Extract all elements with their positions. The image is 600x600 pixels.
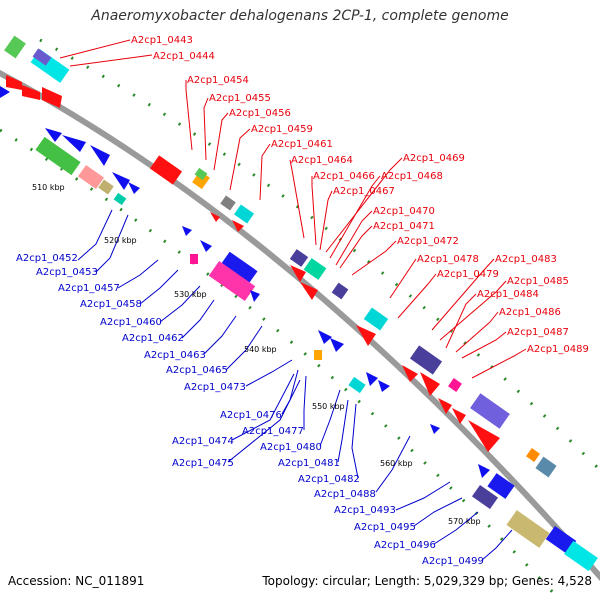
gene-label: A2cp1_0467 xyxy=(333,186,395,197)
gene-label: A2cp1_0480 xyxy=(260,442,322,453)
ruler-labels: 510 kbp 520 kbp 530 kbp 540 kbp 550 kbp … xyxy=(32,183,481,526)
gene-label: A2cp1_0488 xyxy=(314,489,376,500)
ruler-label: 570 kbp xyxy=(448,517,481,526)
ruler-label: 540 kbp xyxy=(244,345,277,354)
gene-label: A2cp1_0466 xyxy=(313,171,375,182)
gene-label: A2cp1_0456 xyxy=(229,108,291,119)
gene-label: A2cp1_0458 xyxy=(80,299,142,310)
gene-label: A2cp1_0487 xyxy=(507,327,569,338)
gene-label: A2cp1_0462 xyxy=(122,333,184,344)
gene-label: A2cp1_0457 xyxy=(58,283,120,294)
gene-label: A2cp1_0464 xyxy=(291,155,353,166)
gene-label: A2cp1_0496 xyxy=(374,540,436,551)
gene-label: A2cp1_0499 xyxy=(422,556,484,567)
gene-label: A2cp1_0476 xyxy=(220,410,282,421)
gene-label: A2cp1_0475 xyxy=(172,458,234,469)
gene-label: A2cp1_0443 xyxy=(131,35,193,46)
gene-label: A2cp1_0472 xyxy=(397,236,459,247)
gene-label: A2cp1_0444 xyxy=(153,51,215,62)
gene-label: A2cp1_0470 xyxy=(373,206,435,217)
gene-label: A2cp1_0452 xyxy=(16,253,78,264)
reverse-features xyxy=(0,86,598,572)
gene-label: A2cp1_0461 xyxy=(271,139,333,150)
gene-label: A2cp1_0495 xyxy=(354,522,416,533)
gene-label: A2cp1_0465 xyxy=(166,365,228,376)
gene-label: A2cp1_0484 xyxy=(477,289,539,300)
gene-label: A2cp1_0485 xyxy=(507,276,569,287)
gene-label: A2cp1_0477 xyxy=(242,426,304,437)
gene-label: A2cp1_0478 xyxy=(417,254,479,265)
ruler-label: 550 kbp xyxy=(312,402,345,411)
gene-label: A2cp1_0482 xyxy=(298,474,360,485)
reverse-labels: A2cp1_0452 A2cp1_0453 A2cp1_0457 A2cp1_0… xyxy=(16,253,484,567)
gene-label: A2cp1_0471 xyxy=(373,221,435,232)
gene-label: A2cp1_0454 xyxy=(187,75,249,86)
gene-label: A2cp1_0455 xyxy=(209,93,271,104)
gene-label: A2cp1_0486 xyxy=(499,307,561,318)
forward-features xyxy=(4,35,557,478)
gene-label: A2cp1_0489 xyxy=(527,344,589,355)
ruler-label: 560 kbp xyxy=(380,459,413,468)
gene-label: A2cp1_0473 xyxy=(184,382,246,393)
ruler-label: 510 kbp xyxy=(32,183,65,192)
forward-leaders xyxy=(59,39,527,379)
gene-label: A2cp1_0481 xyxy=(278,458,340,469)
gene-label: A2cp1_0479 xyxy=(437,269,499,280)
gene-label: A2cp1_0459 xyxy=(251,124,313,135)
gene-label: A2cp1_0469 xyxy=(403,153,465,164)
ruler-label: 520 kbp xyxy=(104,236,137,245)
accession-label: Accession: NC_011891 xyxy=(8,574,145,588)
ruler-label: 530 kbp xyxy=(174,290,207,299)
gene-label: A2cp1_0483 xyxy=(495,254,557,265)
genome-summary: Topology: circular; Length: 5,029,329 bp… xyxy=(262,574,592,588)
gene-label: A2cp1_0493 xyxy=(334,505,396,516)
map-title: Anaeromyxobacter dehalogenans 2CP-1, com… xyxy=(91,8,509,24)
gene-label: A2cp1_0463 xyxy=(144,350,206,361)
forward-labels: A2cp1_0443 A2cp1_0444 A2cp1_0454 A2cp1_0… xyxy=(131,35,589,355)
gene-label: A2cp1_0453 xyxy=(36,267,98,278)
gene-label: A2cp1_0468 xyxy=(381,171,443,182)
gene-label: A2cp1_0460 xyxy=(100,317,162,328)
gene-label: A2cp1_0474 xyxy=(172,436,234,447)
reverse-leaders xyxy=(77,209,513,561)
